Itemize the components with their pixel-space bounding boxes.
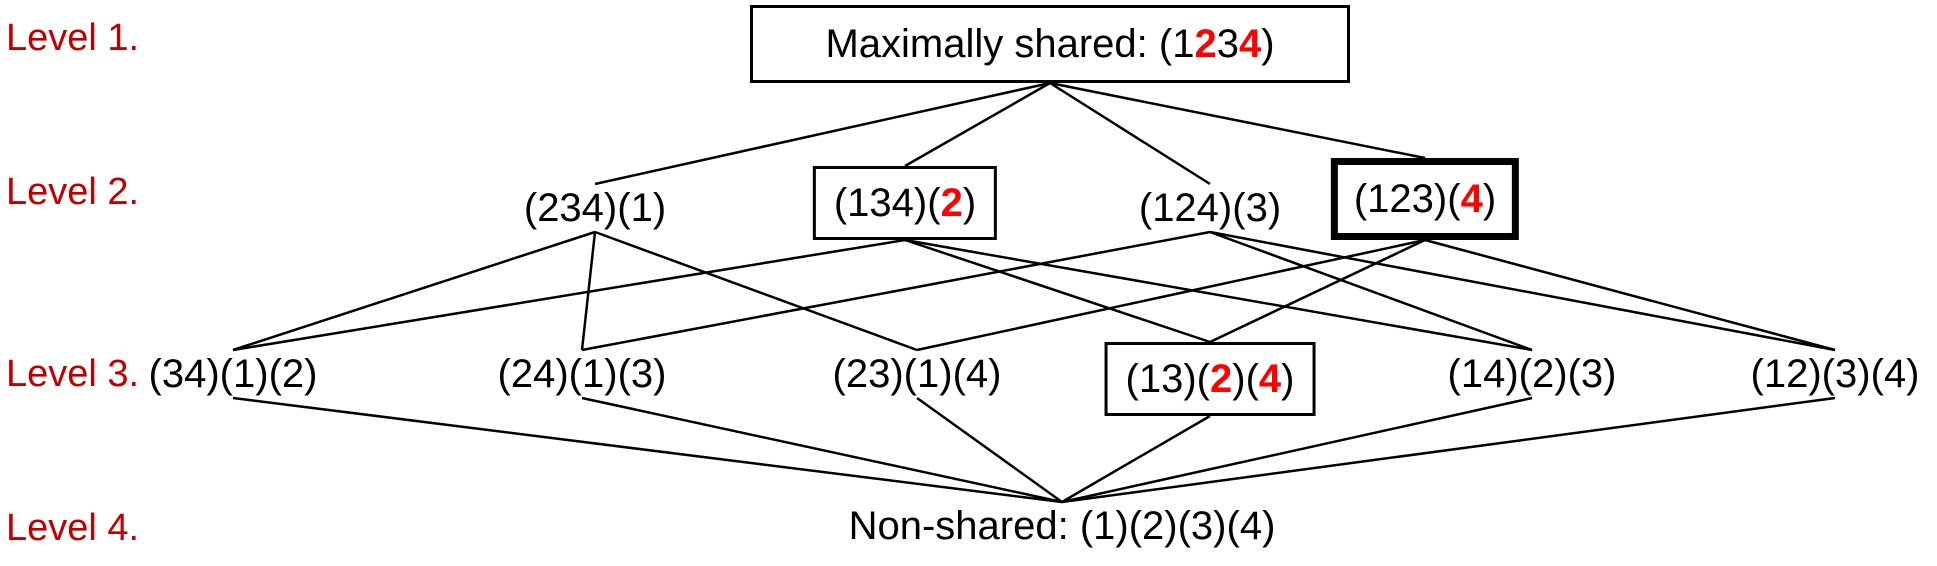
label-text: )(	[1232, 357, 1259, 401]
node-13-2-4: (13)(2)(4)	[1104, 342, 1316, 416]
lattice-edge	[1209, 230, 1836, 352]
lattice-edge	[1049, 81, 1426, 160]
label-text: Non-shared: (1)(2)(3)(4)	[848, 504, 1276, 548]
label-text: (34)(1)(2)	[148, 352, 318, 396]
label-text: (12)(3)(4)	[1750, 352, 1920, 396]
lattice-edge	[1061, 396, 1533, 504]
label-text: (14)(2)(3)	[1447, 352, 1617, 396]
highlighted-digit: 4	[1238, 22, 1262, 66]
label-text: (13)(	[1125, 357, 1210, 401]
lattice-edge	[916, 238, 1426, 352]
node-23-1-4: (23)(1)(4)	[833, 350, 1002, 398]
node-24-1-3: (24)(1)(3)	[498, 350, 667, 398]
lattice-edge	[1061, 396, 1836, 504]
highlighted-digit: 2	[1194, 22, 1217, 66]
lattice-edge	[232, 238, 906, 352]
lattice-edge	[594, 81, 1051, 186]
label-text: )	[962, 181, 977, 225]
node-14-2-3: (14)(2)(3)	[1448, 350, 1617, 398]
label-text: 3	[1216, 22, 1239, 66]
node-134-2: (134)(2)	[812, 166, 998, 240]
lattice-edge	[1049, 81, 1211, 186]
lattice-edge	[1209, 230, 1533, 352]
node-non-shared: Non-shared: (1)(2)(3)(4)	[849, 502, 1276, 550]
highlighted-digit: 2	[1209, 357, 1233, 401]
lattice-edge	[904, 238, 1533, 352]
lattice-edge	[232, 396, 1063, 504]
lattice-edge	[594, 230, 918, 352]
lattice-edge	[1061, 414, 1211, 504]
lattice-edge	[232, 230, 596, 352]
lattice-edge	[1424, 238, 1836, 352]
label-text: (24)(1)(3)	[497, 352, 667, 396]
label-text: (134)(	[833, 181, 941, 225]
lattice-edge	[581, 230, 1211, 352]
level-1-label: Level 1.	[6, 17, 140, 59]
lattice-edge	[1209, 238, 1426, 344]
label-text: (23)(1)(4)	[832, 352, 1002, 396]
node-12-3-4: (12)(3)(4)	[1751, 350, 1920, 398]
node-124-3: (124)(3)	[1139, 184, 1281, 232]
lattice-edge	[581, 396, 1063, 504]
node-234-1: (234)(1)	[524, 184, 666, 232]
level-2-label: Level 2.	[6, 171, 140, 213]
node-123-4-highlighted: (123)(4)	[1330, 158, 1520, 240]
node-34-1-2: (34)(1)(2)	[149, 350, 318, 398]
label-text: (124)(3)	[1138, 186, 1282, 230]
level-3-label: Level 3.	[6, 353, 140, 395]
highlighted-digit: 4	[1258, 357, 1282, 401]
label-text: )	[1281, 357, 1295, 401]
label-text: (234)(1)	[523, 186, 667, 230]
lattice-edge	[904, 81, 1051, 168]
label-text: )	[1261, 22, 1275, 66]
label-text: )	[1482, 177, 1497, 221]
lattice-edge	[916, 396, 1063, 504]
lattice-edge	[904, 238, 1211, 344]
label-text: Maximally shared: (1	[825, 22, 1195, 66]
label-text: (123)(	[1353, 177, 1461, 221]
level-4-label: Level 4.	[6, 507, 140, 549]
highlighted-digit: 2	[940, 181, 963, 225]
highlighted-digit: 4	[1460, 177, 1483, 221]
